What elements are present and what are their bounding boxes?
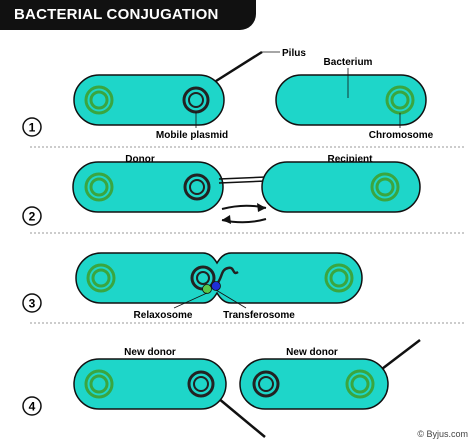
label-mobile-plasmid: Mobile plasmid — [156, 130, 228, 141]
label-chromosome: Chromosome — [369, 130, 434, 141]
step-number-circle-4 — [22, 396, 42, 416]
mobile-plasmid — [187, 370, 215, 398]
step-4: 4 New donor New donor — [22, 339, 421, 438]
label-bacterium: Bacterium — [324, 57, 373, 68]
relaxosome — [202, 284, 212, 294]
step-1: 1 Pilus Bacterium Mobile plasmid — [22, 48, 434, 141]
pilus — [377, 339, 421, 373]
donor-cell — [73, 74, 225, 126]
label-donor: Donor — [125, 154, 155, 165]
pilus — [217, 397, 266, 438]
recipient-cell — [275, 74, 427, 126]
label-new-donor-right: New donor — [286, 347, 338, 358]
step-number-2: 2 — [29, 210, 36, 224]
label-recipient: Recipient — [327, 154, 373, 165]
mobile-plasmid — [252, 370, 280, 398]
credit-text: © Byjus.com — [417, 429, 468, 439]
leader-line — [215, 289, 247, 309]
chromosome — [324, 263, 354, 293]
new-donor-cell — [73, 358, 227, 410]
recipient-cell — [261, 161, 421, 213]
step-number-1: 1 — [29, 121, 36, 135]
step-number-circle-1 — [22, 117, 42, 137]
exchange-arrows-icon — [221, 203, 267, 224]
page-title: BACTERIAL CONJUGATION — [14, 6, 219, 23]
label-new-donor-left: New donor — [124, 347, 176, 358]
chromosome — [345, 369, 375, 399]
mobile-plasmid — [183, 173, 211, 201]
chromosome — [84, 85, 114, 115]
pilus — [215, 50, 263, 83]
step-number-circle-3 — [22, 293, 42, 313]
leader-line — [173, 292, 208, 309]
label-relaxosome: Relaxosome — [134, 310, 193, 321]
pilus-bridge — [218, 176, 267, 184]
transferosome — [211, 281, 221, 291]
title-bar: BACTERIAL CONJUGATION — [0, 0, 256, 30]
new-donor-cell — [239, 358, 389, 410]
step-number-3: 3 — [29, 297, 36, 311]
chromosome — [86, 263, 116, 293]
step-number-4: 4 — [29, 400, 36, 414]
step-number-circle-2 — [22, 206, 42, 226]
label-pilus: Pilus — [282, 48, 306, 59]
step-2: 2 Donor Recipient — [22, 154, 421, 226]
chromosome — [84, 172, 114, 202]
step-3: 3 Relaxosome Transferosome — [22, 252, 363, 321]
label-transferosome: Transferosome — [223, 310, 295, 321]
chromosome — [370, 172, 400, 202]
conjugating-cells — [75, 252, 363, 304]
chromosome — [84, 369, 114, 399]
donor-cell — [72, 161, 224, 213]
transferred-dna-strand — [215, 266, 239, 286]
